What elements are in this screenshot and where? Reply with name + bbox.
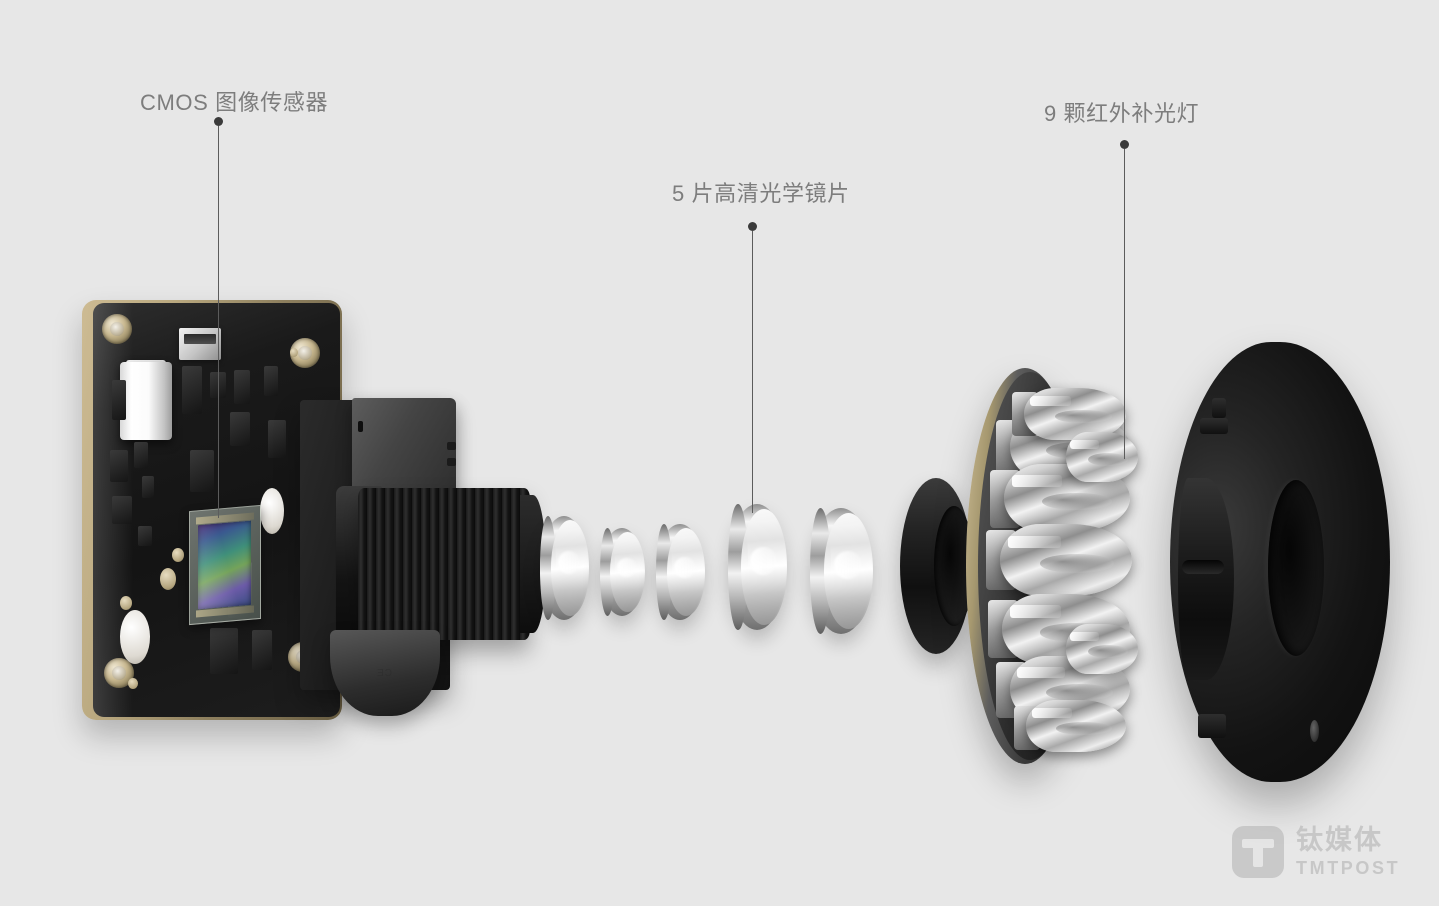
callout-dot-optical-lenses — [748, 222, 757, 231]
lens-2-rim — [600, 528, 615, 616]
watermark-text: 钛媒体 TMTPOST — [1296, 825, 1401, 878]
pcb-component-g — [134, 442, 148, 468]
lens-mount-foot — [330, 630, 440, 716]
watermark-chinese: 钛媒体 — [1296, 825, 1383, 855]
pcb-capacitor — [120, 362, 172, 440]
lens-1-rim — [540, 516, 557, 620]
pcb-component-e — [112, 380, 126, 420]
front-cover-aperture — [1268, 480, 1324, 656]
pcb-component-a — [182, 366, 202, 414]
ir-led-2 — [1004, 464, 1130, 532]
cmos-die-core — [198, 520, 251, 610]
callout-label-optical-lenses: 5 片高清光学镜片 — [672, 181, 850, 206]
lens-3-highlight — [674, 556, 697, 578]
front-cover-tab-bottom — [1198, 714, 1226, 738]
lens-4-rim — [728, 504, 748, 630]
pcb-component-d — [264, 366, 278, 396]
pcb-component-c — [234, 370, 250, 404]
callout-leader-optical-lenses — [752, 231, 753, 513]
ir-led-6 — [1024, 388, 1126, 440]
lens-element-1 — [540, 516, 589, 620]
lens-1-highlight — [558, 551, 581, 575]
front-cover-tab-top-1 — [1212, 398, 1226, 418]
front-cover-hub — [1178, 478, 1234, 680]
pcb-component-h — [112, 496, 132, 524]
tmtpost-logo-icon — [1232, 826, 1284, 878]
pcb-component-l — [190, 450, 214, 492]
pcb-pad-3 — [120, 596, 132, 610]
front-cover-hub-slot — [1182, 560, 1224, 574]
lens-element-5 — [810, 508, 874, 634]
ir-led-7 — [1026, 700, 1126, 752]
lens-4-highlight — [750, 546, 777, 575]
spacer-ring — [900, 478, 974, 654]
pcb-pad-1 — [172, 548, 184, 562]
pcb-vent-hole-mid — [260, 488, 284, 534]
lens-2-highlight — [616, 557, 637, 578]
pcb-component-j — [230, 412, 250, 446]
callout-dot-cmos-sensor — [214, 117, 223, 126]
ir-led-3 — [1000, 524, 1132, 596]
callout-leader-ir-leds — [1124, 149, 1125, 459]
callout-dot-ir-leds — [1120, 140, 1129, 149]
housing-notch-1 — [447, 442, 456, 450]
pcb-pad-5 — [290, 348, 298, 357]
pcb-connector-top — [179, 328, 221, 360]
ir-led-8 — [1066, 432, 1138, 482]
lens-barrel-marking: CE — [376, 668, 392, 679]
callout-label-cmos-sensor: CMOS 图像传感器 — [140, 90, 329, 115]
housing-notch-2 — [447, 458, 456, 466]
front-cover-tab-top-2 — [1200, 418, 1228, 434]
callout-leader-cmos-sensor — [218, 126, 219, 518]
callout-label-ir-leds: 9 颗红外补光灯 — [1044, 101, 1200, 126]
pcb-component-p — [138, 526, 152, 546]
lens-element-2 — [600, 528, 645, 616]
lens-5-highlight — [833, 550, 863, 579]
pcb-component-k — [268, 420, 286, 458]
pcb-component-n — [210, 628, 238, 674]
pcb-vent-hole-left — [120, 610, 150, 664]
front-cover-marker — [1310, 720, 1319, 742]
ir-led-9 — [1066, 624, 1138, 674]
pcb-component-f — [110, 450, 128, 482]
watermark-english: TMTPOST — [1296, 858, 1401, 878]
pcb-component-i — [142, 476, 154, 498]
pcb-mount-hole-tr — [290, 338, 320, 368]
housing-pin — [358, 421, 363, 432]
lens-3-rim — [656, 524, 673, 620]
watermark: 钛媒体 TMTPOST — [1232, 826, 1400, 878]
cmos-sensor-die — [189, 504, 261, 626]
pcb-pad-2 — [160, 568, 176, 590]
lens-barrel-threaded — [358, 488, 530, 640]
pcb-component-o — [252, 630, 272, 670]
lens-element-4 — [728, 504, 788, 630]
pcb-mount-hole-tl — [102, 314, 132, 344]
pcb-pad-4 — [128, 678, 138, 689]
lens-5-rim — [810, 508, 832, 634]
lens-element-3 — [656, 524, 705, 620]
